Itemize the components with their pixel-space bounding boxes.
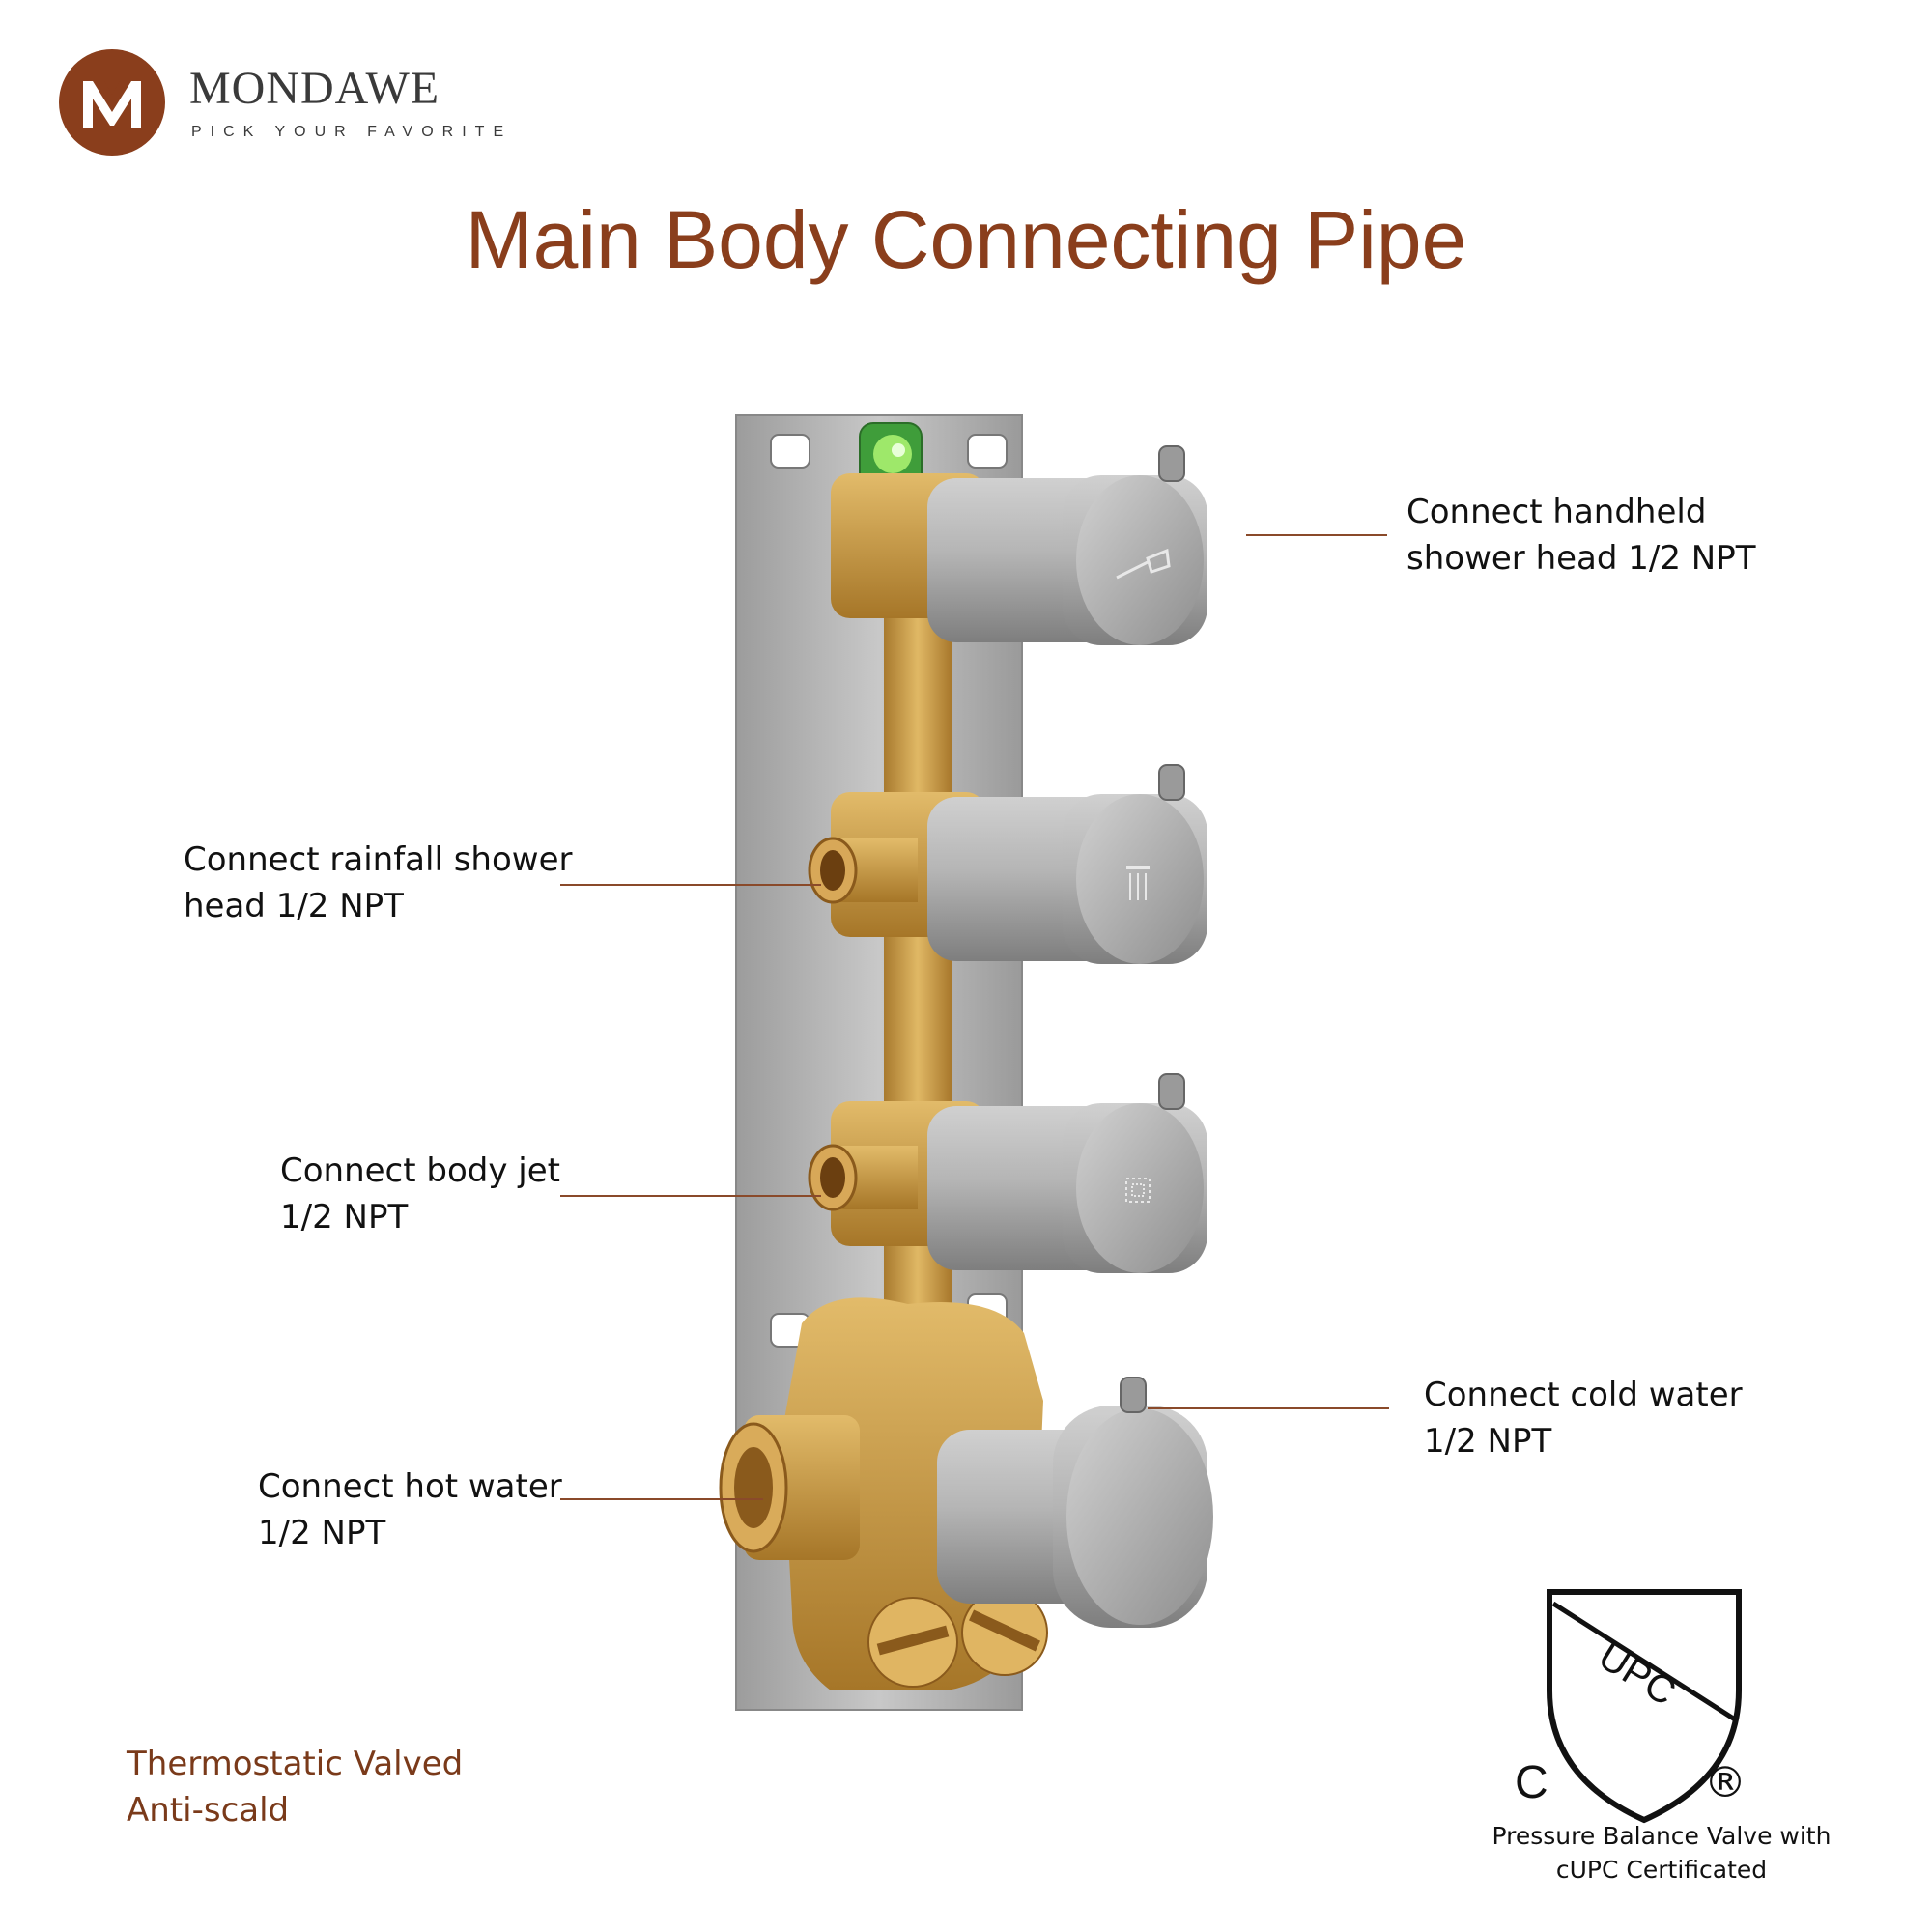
features-line1: Thermostatic Valved (127, 1745, 464, 1783)
label-cold-water-line1: Connect cold water (1424, 1376, 1743, 1414)
leader-body-jet (560, 1195, 821, 1197)
label-body-jet-line1: Connect body jet (280, 1151, 560, 1190)
brand-logo (58, 48, 166, 156)
leader-rainfall (560, 884, 821, 886)
bubble-level-icon (859, 422, 923, 488)
certification-text: Pressure Balance Valve with cUPC Certifi… (1449, 1819, 1874, 1887)
label-cold-water-line2: 1/2 NPT (1424, 1422, 1552, 1461)
label-rainfall: Connect rainfall shower head 1/2 NPT (184, 837, 572, 929)
features-line2: Anti-scald (127, 1791, 290, 1830)
label-hot-water: Connect hot water 1/2 NPT (258, 1463, 562, 1556)
page-title: Main Body Connecting Pipe (465, 194, 1467, 285)
handheld-shower-icon (1116, 548, 1171, 580)
leader-hot-water (560, 1498, 763, 1500)
label-rainfall-line1: Connect rainfall shower (184, 840, 573, 879)
label-cold-water: Connect cold water 1/2 NPT (1424, 1372, 1743, 1464)
body-jet-icon (1125, 1178, 1151, 1203)
upc-mark-registered: ® (1704, 1758, 1747, 1807)
label-body-jet: Connect body jet 1/2 NPT (280, 1148, 560, 1240)
label-handheld: Connect handheld shower head 1/2 NPT (1406, 489, 1756, 582)
certification-line1: Pressure Balance Valve with (1492, 1822, 1832, 1850)
label-handheld-line1: Connect handheld (1406, 493, 1707, 531)
certification-line2: cUPC Certificated (1555, 1856, 1768, 1884)
leader-handheld (1246, 534, 1387, 536)
brand-name: MONDAWE (189, 63, 440, 114)
label-body-jet-line2: 1/2 NPT (280, 1198, 409, 1236)
label-rainfall-line2: head 1/2 NPT (184, 887, 404, 925)
upc-mark-c: C (1515, 1757, 1548, 1808)
rainfall-shower-icon (1126, 866, 1150, 900)
label-hot-water-line2: 1/2 NPT (258, 1514, 386, 1552)
upc-shield-icon: UPC (1547, 1589, 1742, 1824)
leader-cold-water (1148, 1407, 1389, 1409)
features-note: Thermostatic Valved Anti-scald (127, 1741, 463, 1833)
label-hot-water-line1: Connect hot water (258, 1467, 562, 1506)
brand-tagline: PICK YOUR FAVORITE (191, 124, 513, 140)
label-handheld-line2: shower head 1/2 NPT (1406, 539, 1756, 578)
valve-illustration (719, 414, 1213, 1711)
